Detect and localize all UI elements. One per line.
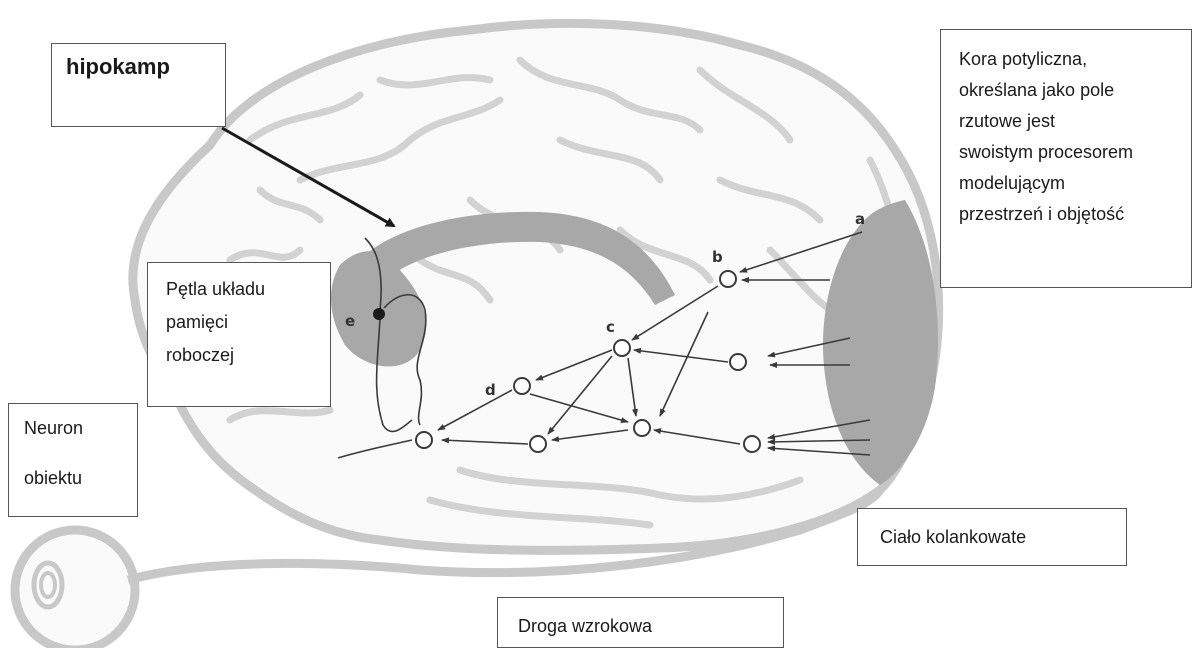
occipital-cortex-label: Kora potyliczna, określana jako pole rzu…: [959, 44, 1173, 230]
hippocampus-label-box: hipokamp: [51, 43, 226, 127]
node-letter-c: c: [606, 318, 615, 336]
working-memory-label: Pętla układu pamięci roboczej: [166, 273, 312, 372]
object-neuron-label-line1: Neuron: [24, 416, 122, 440]
visual-pathway-label-box: Droga wzrokowa: [497, 597, 784, 648]
neuron-node-lower-left: [530, 436, 546, 452]
geniculate-label: Ciało kolankowate: [880, 527, 1104, 548]
occipital-cortex-label-box: Kora potyliczna, określana jako pole rzu…: [940, 29, 1192, 288]
node-letter-e: e: [345, 312, 355, 330]
neuron-node-lower-right: [744, 436, 760, 452]
eyeball: [15, 530, 135, 648]
neuron-node-b: [720, 271, 736, 287]
visual-pathway-label: Droga wzrokowa: [518, 616, 763, 637]
object-neuron-label-line2: obiektu: [24, 466, 122, 490]
hippocampus-label: hipokamp: [66, 54, 211, 80]
geniculate-label-box: Ciało kolankowate: [857, 508, 1127, 566]
neuron-node-lower-mid: [634, 420, 650, 436]
neuron-node-e: [373, 308, 385, 320]
node-letter-d: d: [485, 381, 496, 399]
working-memory-label-box: Pętla układu pamięci roboczej: [147, 262, 331, 407]
node-letter-a: a: [855, 210, 865, 228]
neuron-node-output: [416, 432, 432, 448]
neuron-node-mid-right: [730, 354, 746, 370]
neuron-node-d: [514, 378, 530, 394]
object-neuron-label-box: Neuron obiektu: [8, 403, 138, 517]
neuron-node-c: [614, 340, 630, 356]
node-letter-b: b: [712, 248, 723, 266]
